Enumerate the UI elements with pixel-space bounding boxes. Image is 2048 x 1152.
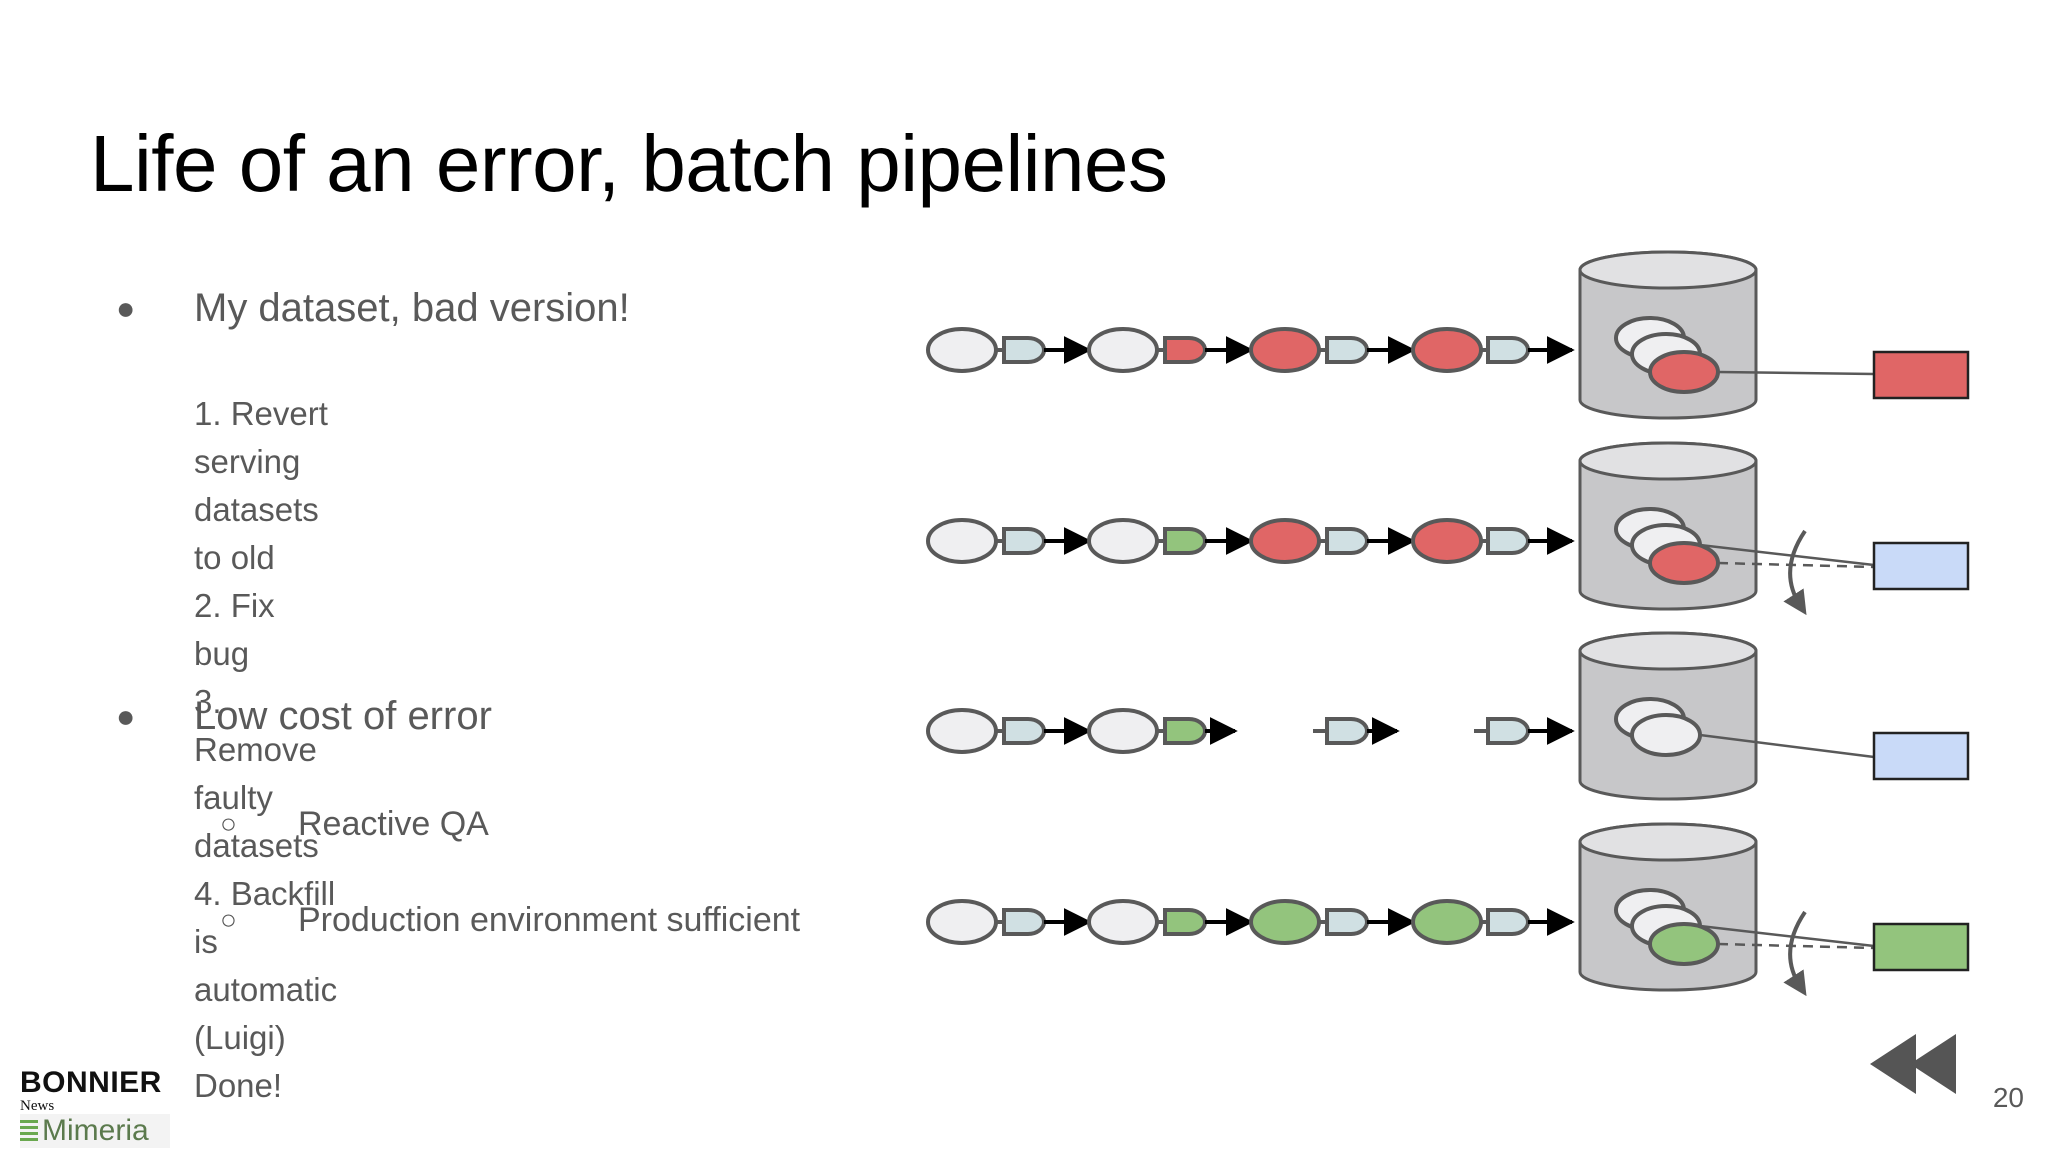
bullet-dot-icon: ● [116,698,136,734]
task-node [1163,908,1207,936]
dataset-node [1087,899,1159,945]
dataset-node [1411,899,1483,945]
serving-output-box [1872,731,1970,781]
serving-link [1699,924,1875,948]
serving-link [1717,370,1875,376]
mimeria-logo-text: Mimeria [42,1114,149,1147]
mimeria-mark-icon [20,1120,38,1142]
step-item: 4. Backfill is automatic (Luigi) [194,875,338,1056]
task-node [1002,527,1046,555]
task-node [1325,336,1369,364]
dataset-node [926,518,998,564]
task-node [1486,527,1530,555]
sub-bullet-text: Production environment sufficient [298,901,801,939]
task-node [1325,717,1369,745]
database-top [1578,441,1758,481]
page-number: 20 [1992,1082,2024,1113]
rewind-icon[interactable] [1870,1032,1966,1096]
step-item: 3. Remove faulty datasets [194,683,319,864]
serving-link [1699,543,1875,567]
mimeria-logo: Mimeria [20,1114,170,1148]
bullet-item: ● My dataset, bad version! [116,283,630,333]
step-item: 2. Fix bug [194,587,275,672]
dataset-node [1087,708,1159,754]
database-top [1578,250,1758,290]
database-top [1578,822,1758,862]
rollback-link [1717,942,1875,950]
serving-link [1699,733,1875,759]
task-node [1486,336,1530,364]
pipeline-row [926,250,1970,420]
switch-arrow [1783,910,1807,997]
dataset-node [1087,518,1159,564]
task-node [1163,527,1207,555]
task-node [1325,908,1369,936]
stored-dataset [1648,350,1720,394]
step-item: Done! [194,1067,283,1104]
dataset-node [926,899,998,945]
diagram-rows [926,250,1970,997]
switch-arrow [1783,529,1807,616]
task-node [1325,527,1369,555]
task-node [1002,336,1046,364]
stored-dataset [1648,922,1720,966]
sub-bullet-item: ○ Reactive QA [220,800,489,848]
bullet-dot-icon: ● [116,290,136,326]
stored-dataset [1630,713,1702,757]
serving-output-box [1872,541,1970,591]
dataset-node [1249,327,1321,373]
dataset-node [926,708,998,754]
ring-icon: ○ [220,904,237,935]
step-item: 1. Revert serving datasets to old [194,395,328,576]
bonnier-logo: BONNIER [20,1066,162,1099]
bullet-text: Low cost of error [194,694,492,738]
task-node [1486,908,1530,936]
pipeline-row [926,441,1970,616]
bullet-text: My dataset, bad version! [194,286,630,330]
dataset-node [1411,327,1483,373]
serving-output-box [1872,922,1970,972]
task-node [1486,717,1530,745]
pipeline-row [926,631,1970,801]
dataset-node [1249,899,1321,945]
dataset-node [1249,518,1321,564]
sub-bullet-text: Reactive QA [298,805,489,843]
task-node [1002,717,1046,745]
task-node [1163,336,1207,364]
pipeline-row [926,822,1970,997]
task-node [1163,717,1207,745]
news-logo: News [20,1098,55,1114]
dataset-node [926,327,998,373]
ring-icon: ○ [220,808,237,839]
serving-output-box [1872,350,1970,400]
dataset-node [1411,518,1483,564]
sub-bullet-item: ○ Production environment sufficient [220,896,801,944]
dataset-node [1087,327,1159,373]
step-list: 1. Revert serving datasets to old 2. Fix… [194,390,337,1110]
task-node [1002,908,1046,936]
rollback-link [1717,561,1875,569]
slide-title: Life of an error, batch pipelines [90,119,1168,208]
stored-dataset [1648,541,1720,585]
bullet-item: ● Low cost of error [116,691,492,741]
database-top [1578,631,1758,671]
